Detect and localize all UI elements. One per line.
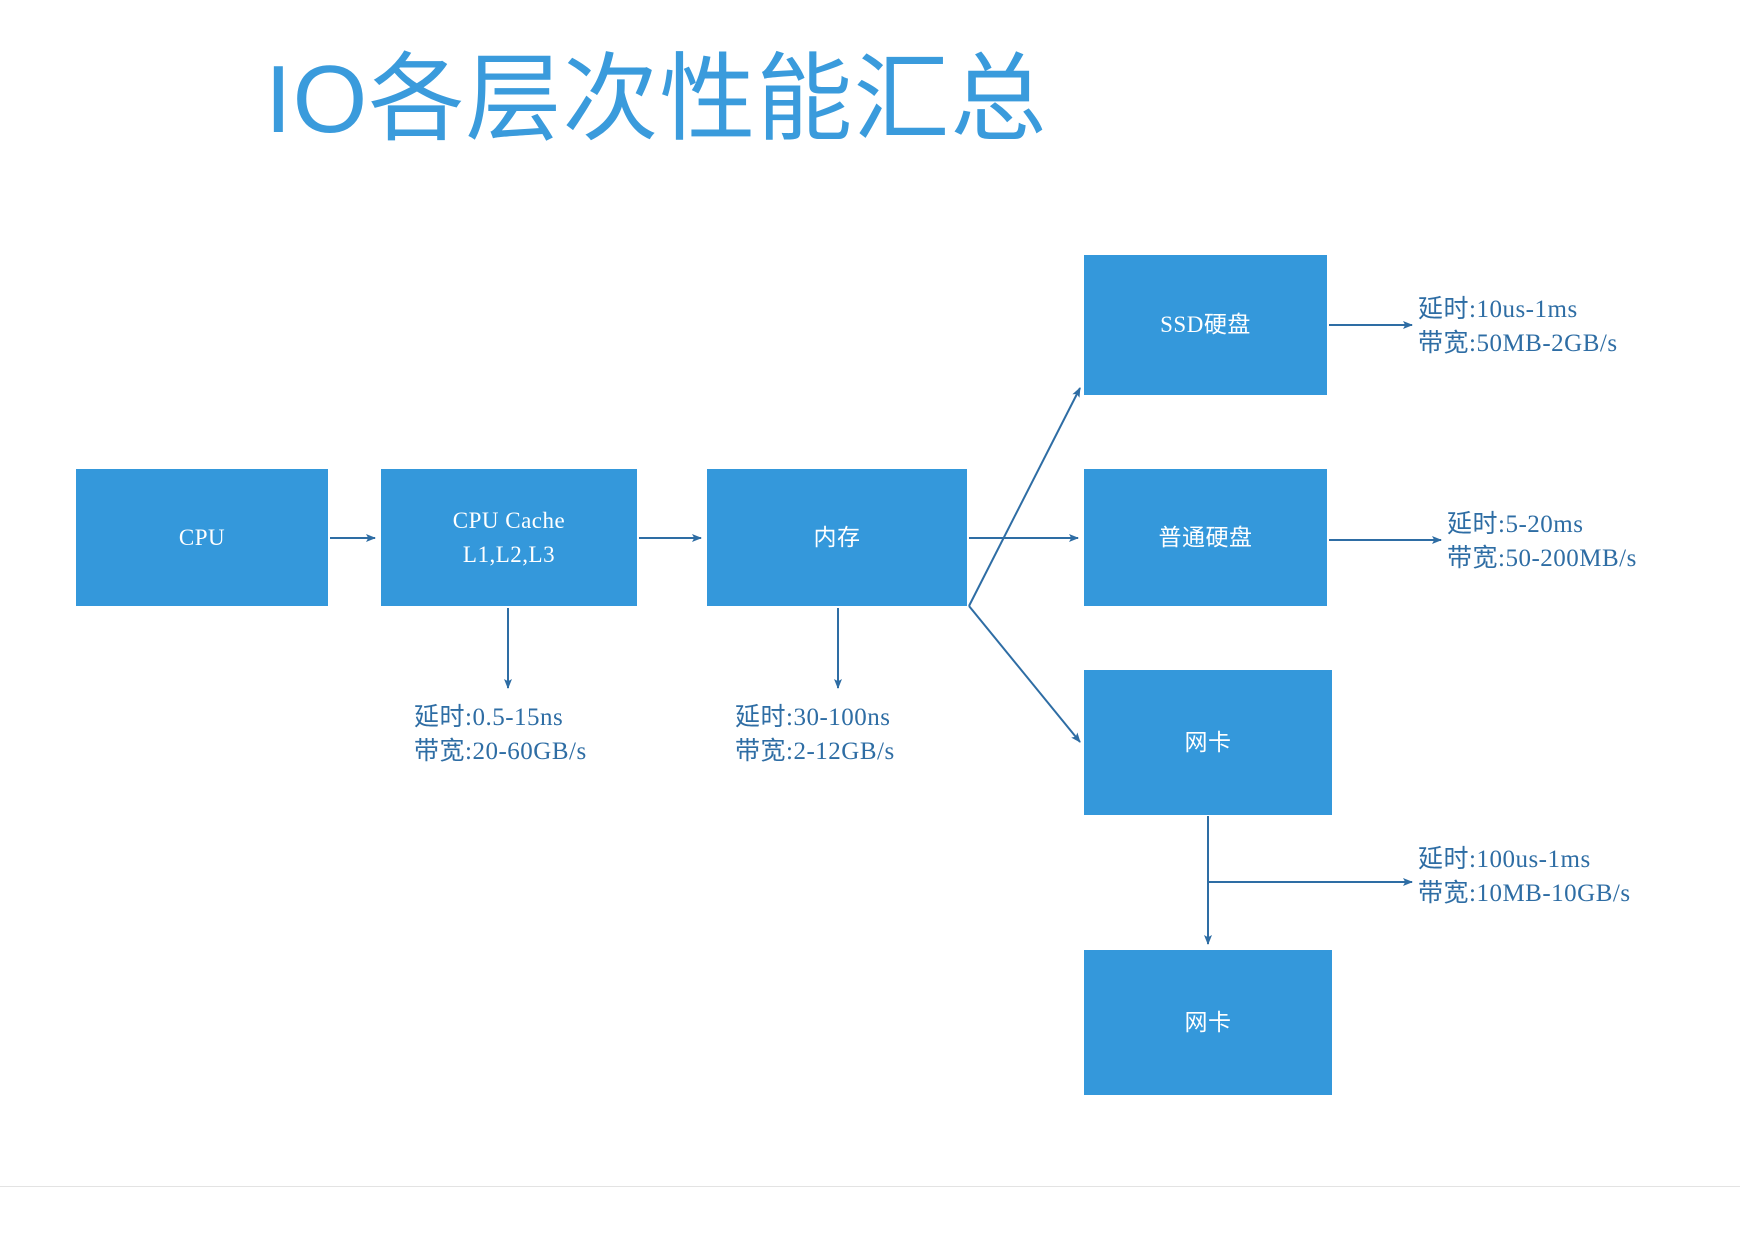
node-hard-disk[interactable]: 普通硬盘	[1084, 469, 1327, 606]
node-ssd-disk[interactable]: SSD硬盘	[1084, 255, 1327, 395]
node-network-card-2[interactable]: 网卡	[1084, 950, 1332, 1095]
annotation-latency: 延时:10us-1ms	[1418, 296, 1578, 323]
edge-memory-to-ssd	[968, 387, 1081, 607]
annotation-latency: 延时:5-20ms	[1447, 511, 1584, 538]
annotation-latency: 延时:100us-1ms	[1418, 846, 1591, 873]
annotation-bandwidth: 带宽:50-200MB/s	[1447, 544, 1637, 572]
annotation-bandwidth: 带宽:10MB-10GB/s	[1418, 879, 1631, 907]
annotation-bandwidth: 带宽:50MB-2GB/s	[1418, 329, 1618, 357]
node-cpu-cache[interactable]: CPU Cache L1,L2,L3	[381, 469, 637, 606]
annotation-hard-disk: 延时:5-20ms 带宽:50-200MB/s	[1447, 508, 1637, 576]
node-cpu[interactable]: CPU	[76, 469, 328, 606]
node-network-card-1[interactable]: 网卡	[1084, 670, 1332, 815]
annotation-cpu-cache: 延时:0.5-15ns 带宽:20-60GB/s	[414, 701, 587, 769]
annotation-bandwidth: 带宽:20-60GB/s	[414, 737, 587, 765]
annotation-bandwidth: 带宽:2-12GB/s	[735, 737, 895, 765]
annotation-network-card: 延时:100us-1ms 带宽:10MB-10GB/s	[1418, 843, 1631, 911]
annotation-latency: 延时:30-100ns	[735, 704, 891, 731]
edge-memory-to-nic	[968, 605, 1081, 743]
footer-divider	[0, 1186, 1740, 1187]
annotation-ssd-disk: 延时:10us-1ms 带宽:50MB-2GB/s	[1418, 293, 1618, 361]
page-title: IO各层次性能汇总	[265, 46, 1048, 153]
annotation-latency: 延时:0.5-15ns	[414, 704, 564, 731]
node-memory[interactable]: 内存	[707, 469, 967, 606]
annotation-memory: 延时:30-100ns 带宽:2-12GB/s	[735, 701, 895, 769]
